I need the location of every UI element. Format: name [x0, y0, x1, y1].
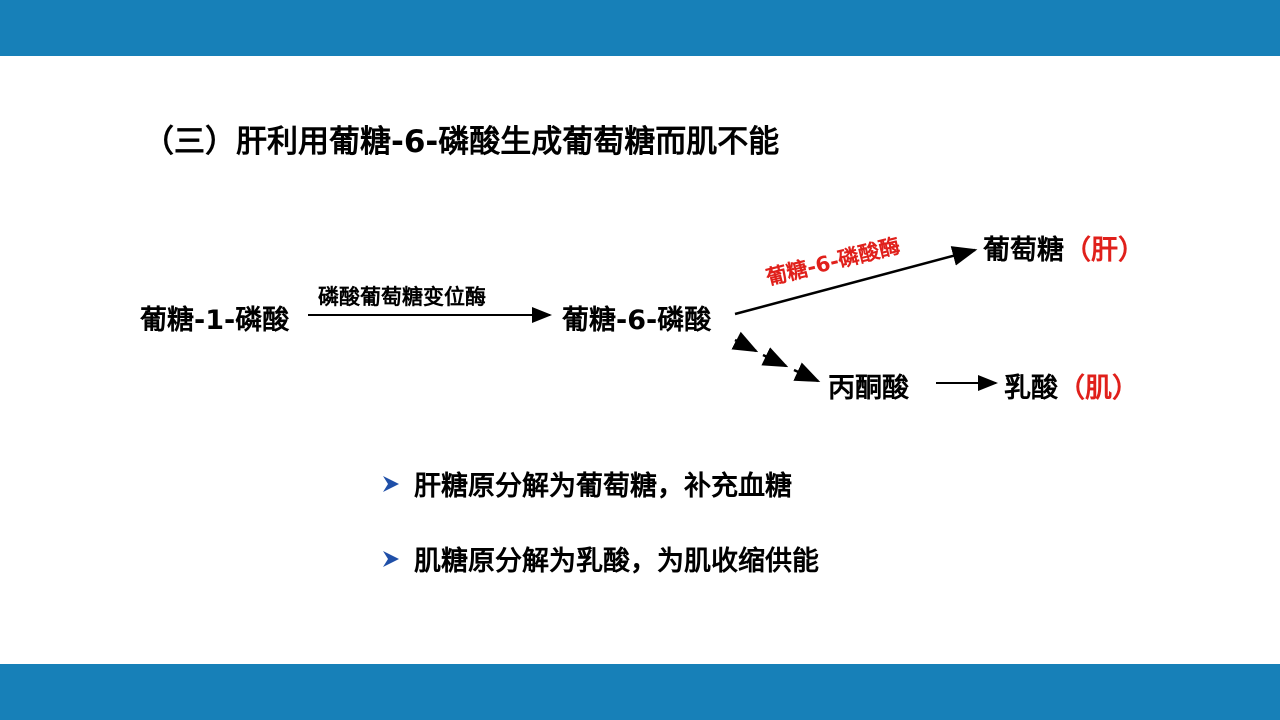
glucose-label: 葡萄糖	[983, 235, 1064, 266]
node-g6p: 葡糖-6-磷酸	[562, 305, 712, 336]
bullet-item-muscle: 肌糖原分解为乳酸，为肌收缩供能	[380, 539, 819, 578]
node-lactate: 乳酸（肌）	[1004, 366, 1139, 405]
arrow-g6p-to-pyruvate-seg2	[761, 347, 789, 368]
arrow-g6p-to-pyruvate-seg3	[793, 362, 821, 383]
lactate-label: 乳酸	[1004, 373, 1058, 404]
bullet-text: 肌糖原分解为乳酸，为肌收缩供能	[414, 546, 819, 577]
arrow-g6p-to-pyruvate-seg1	[731, 331, 759, 353]
node-g1p: 葡糖-1-磷酸	[140, 305, 290, 336]
top-banner	[0, 0, 1280, 56]
enzyme-mutase-label: 磷酸葡萄糖变位酶	[318, 285, 486, 309]
node-pyruvate: 丙酮酸	[828, 373, 909, 404]
bottom-banner	[0, 664, 1280, 720]
bullet-text: 肝糖原分解为葡萄糖，补充血糖	[414, 471, 792, 502]
arrowhead-bullet-icon	[383, 475, 399, 492]
node-glucose: 葡萄糖（肝）	[983, 228, 1145, 267]
slide-title: （三）肝利用葡糖-6-磷酸生成葡萄糖而肌不能	[143, 124, 780, 160]
arrowhead-bullet-icon	[383, 550, 399, 567]
bullet-item-liver: 肝糖原分解为葡萄糖，补充血糖	[380, 464, 792, 503]
liver-tag: （肝）	[1064, 235, 1145, 266]
arrow-g6p-to-glucose	[734, 246, 978, 316]
muscle-tag: （肌）	[1058, 373, 1139, 404]
